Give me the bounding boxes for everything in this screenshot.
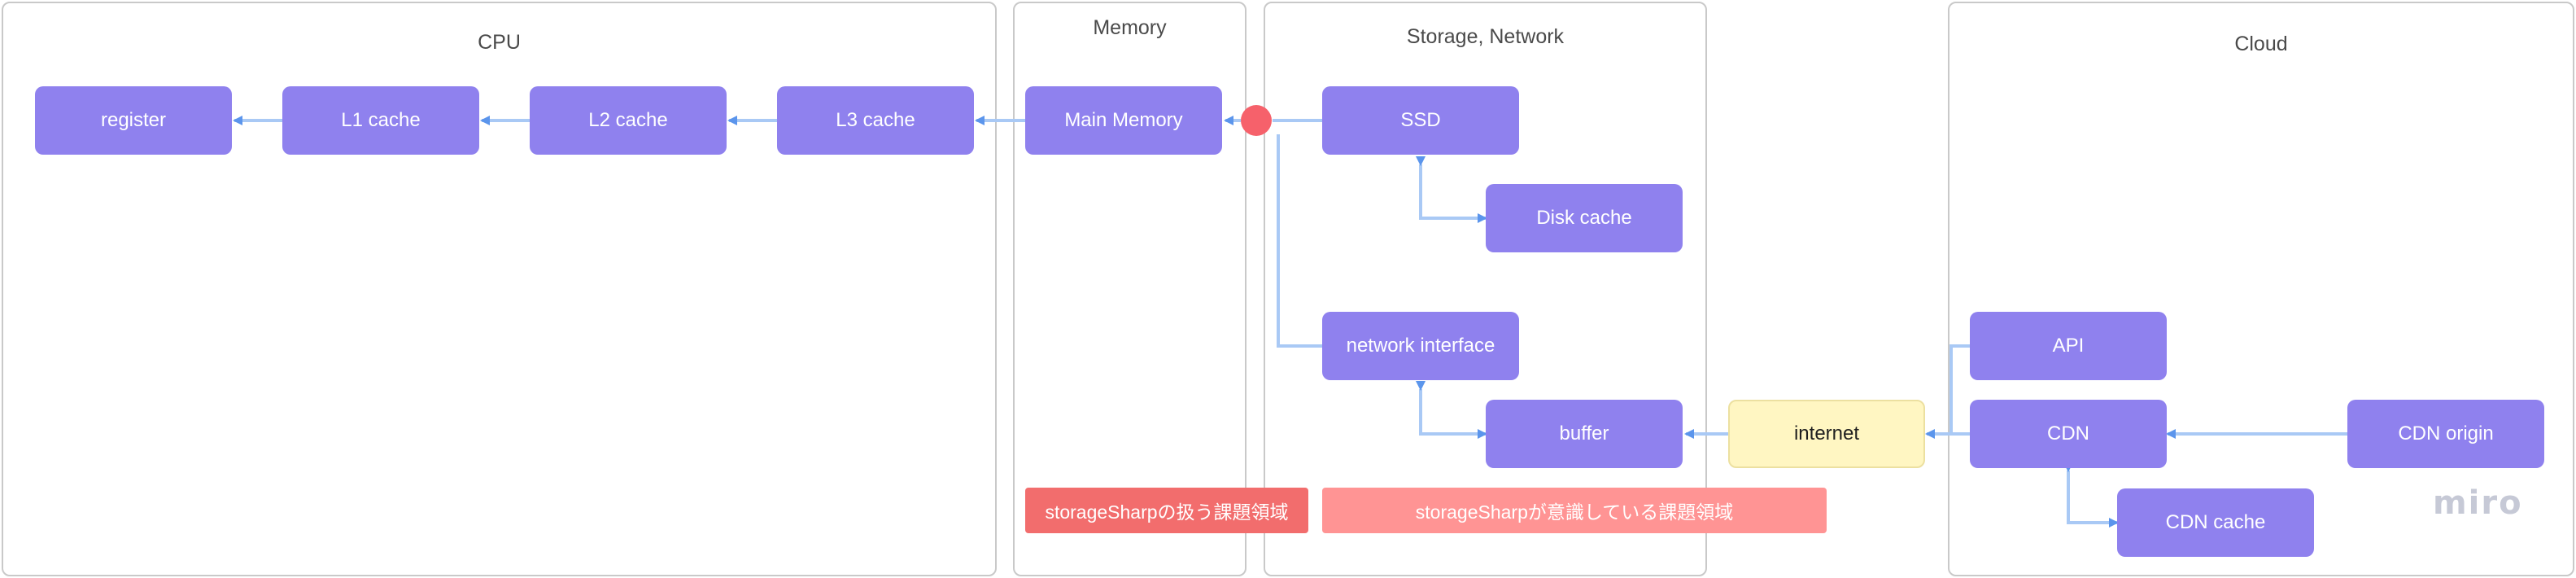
miro-logo: miro [2433, 484, 2523, 522]
node-cdn[interactable]: CDN [1970, 400, 2167, 468]
panel-title-cpu: CPU [478, 31, 521, 54]
node-register[interactable]: register [35, 86, 232, 155]
node-main-memory[interactable]: Main Memory [1025, 86, 1222, 155]
node-l3-cache[interactable]: L3 cache [777, 86, 974, 155]
legend-secondary-scope: storageSharpが意識している課題領域 [1322, 488, 1827, 533]
node-cdn-cache[interactable]: CDN cache [2117, 488, 2314, 557]
panel-title-cloud: Cloud [2234, 33, 2288, 55]
junction-dot [1241, 105, 1272, 136]
node-buffer[interactable]: buffer [1486, 400, 1683, 468]
connector-network-buffer [1416, 381, 1487, 439]
node-l2-cache[interactable]: L2 cache [530, 86, 727, 155]
node-network-interface[interactable]: network interface [1322, 312, 1519, 380]
node-api[interactable]: API [1970, 312, 2167, 380]
node-ssd[interactable]: SSD [1322, 86, 1519, 155]
node-cdn-origin[interactable]: CDN origin [2347, 400, 2544, 468]
panel-title-memory: Memory [1093, 16, 1167, 39]
connector-api-to-internet [1949, 344, 1970, 434]
legend-primary-scope: storageSharpの扱う課題領域 [1025, 488, 1308, 533]
panel-cloud: Cloud [1948, 2, 2574, 576]
node-disk-cache[interactable]: Disk cache [1486, 184, 1683, 252]
connector-ssd-disk-cache [1416, 156, 1487, 223]
panel-title-storage-network: Storage, Network [1406, 25, 1565, 48]
node-internet[interactable]: internet [1728, 400, 1925, 468]
connector-network-to-junction [1277, 134, 1322, 348]
connector-cdn-cdn-cache [2063, 462, 2119, 528]
node-l1-cache[interactable]: L1 cache [282, 86, 479, 155]
